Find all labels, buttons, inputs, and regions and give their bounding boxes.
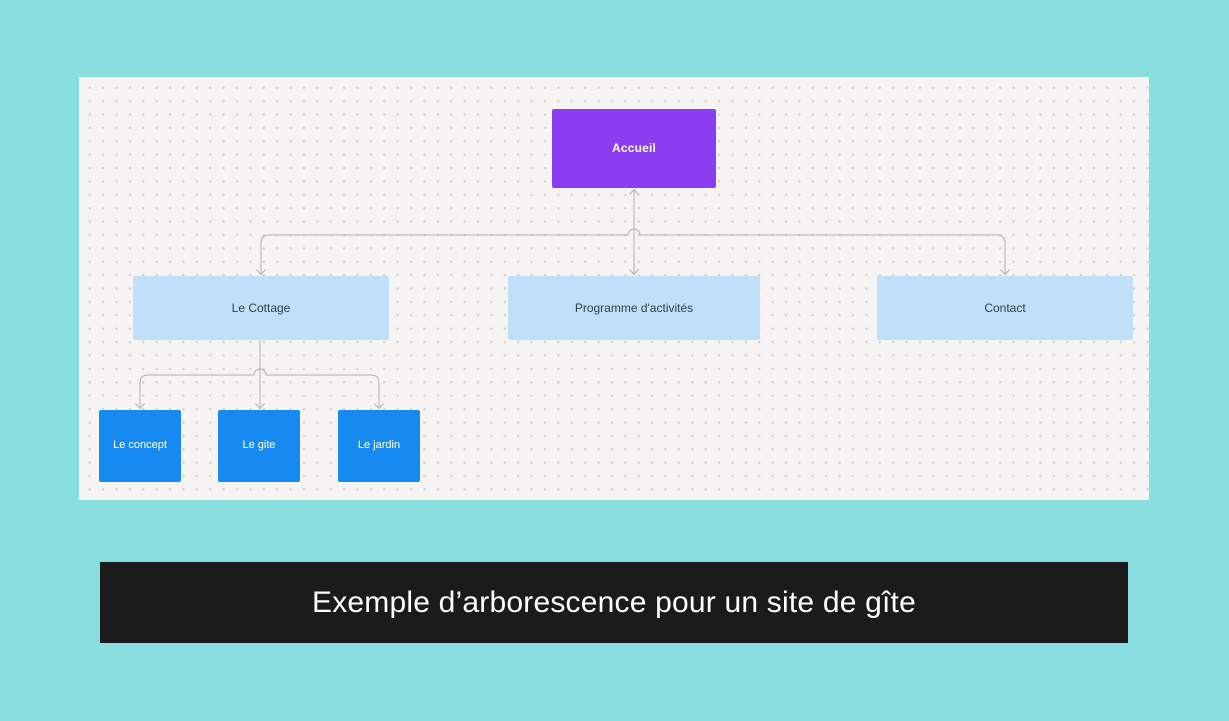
connector-main-rail: [260, 228, 1006, 273]
node-le-jardin-label: Le jardin: [357, 439, 401, 452]
arrowhead-cottage: [256, 269, 266, 275]
caption-text: Exemple d’arborescence pour un site de g…: [312, 585, 916, 619]
diagram-canvas: Accueil Le Cottage Programme d'activités…: [79, 77, 1149, 500]
node-accueil[interactable]: Accueil: [552, 109, 716, 188]
node-le-gite-label: Le gite: [242, 439, 276, 452]
node-le-jardin[interactable]: Le jardin: [338, 410, 420, 482]
node-programme-activites[interactable]: Programme d'activités: [508, 276, 760, 340]
node-le-concept[interactable]: Le concept: [99, 410, 181, 482]
node-le-cottage-label: Le Cottage: [231, 300, 291, 315]
arrowhead-gite: [255, 403, 265, 409]
caption-bar: Exemple d’arborescence pour un site de g…: [100, 562, 1128, 643]
node-contact[interactable]: Contact: [877, 276, 1133, 340]
arrowhead-accueil: [629, 189, 639, 195]
node-le-cottage[interactable]: Le Cottage: [133, 276, 389, 340]
node-le-concept-label: Le concept: [113, 439, 167, 452]
arrowhead-jardin: [374, 403, 384, 409]
node-programme-activites-label: Programme d'activités: [574, 300, 694, 315]
arrowhead-concept: [135, 403, 145, 409]
node-le-gite[interactable]: Le gite: [218, 410, 300, 482]
connector-sub-rail: [139, 368, 380, 407]
node-accueil-label: Accueil: [611, 141, 657, 155]
node-contact-label: Contact: [984, 300, 1026, 315]
arrowhead-programme: [629, 269, 639, 275]
arrowhead-contact: [1000, 269, 1010, 275]
